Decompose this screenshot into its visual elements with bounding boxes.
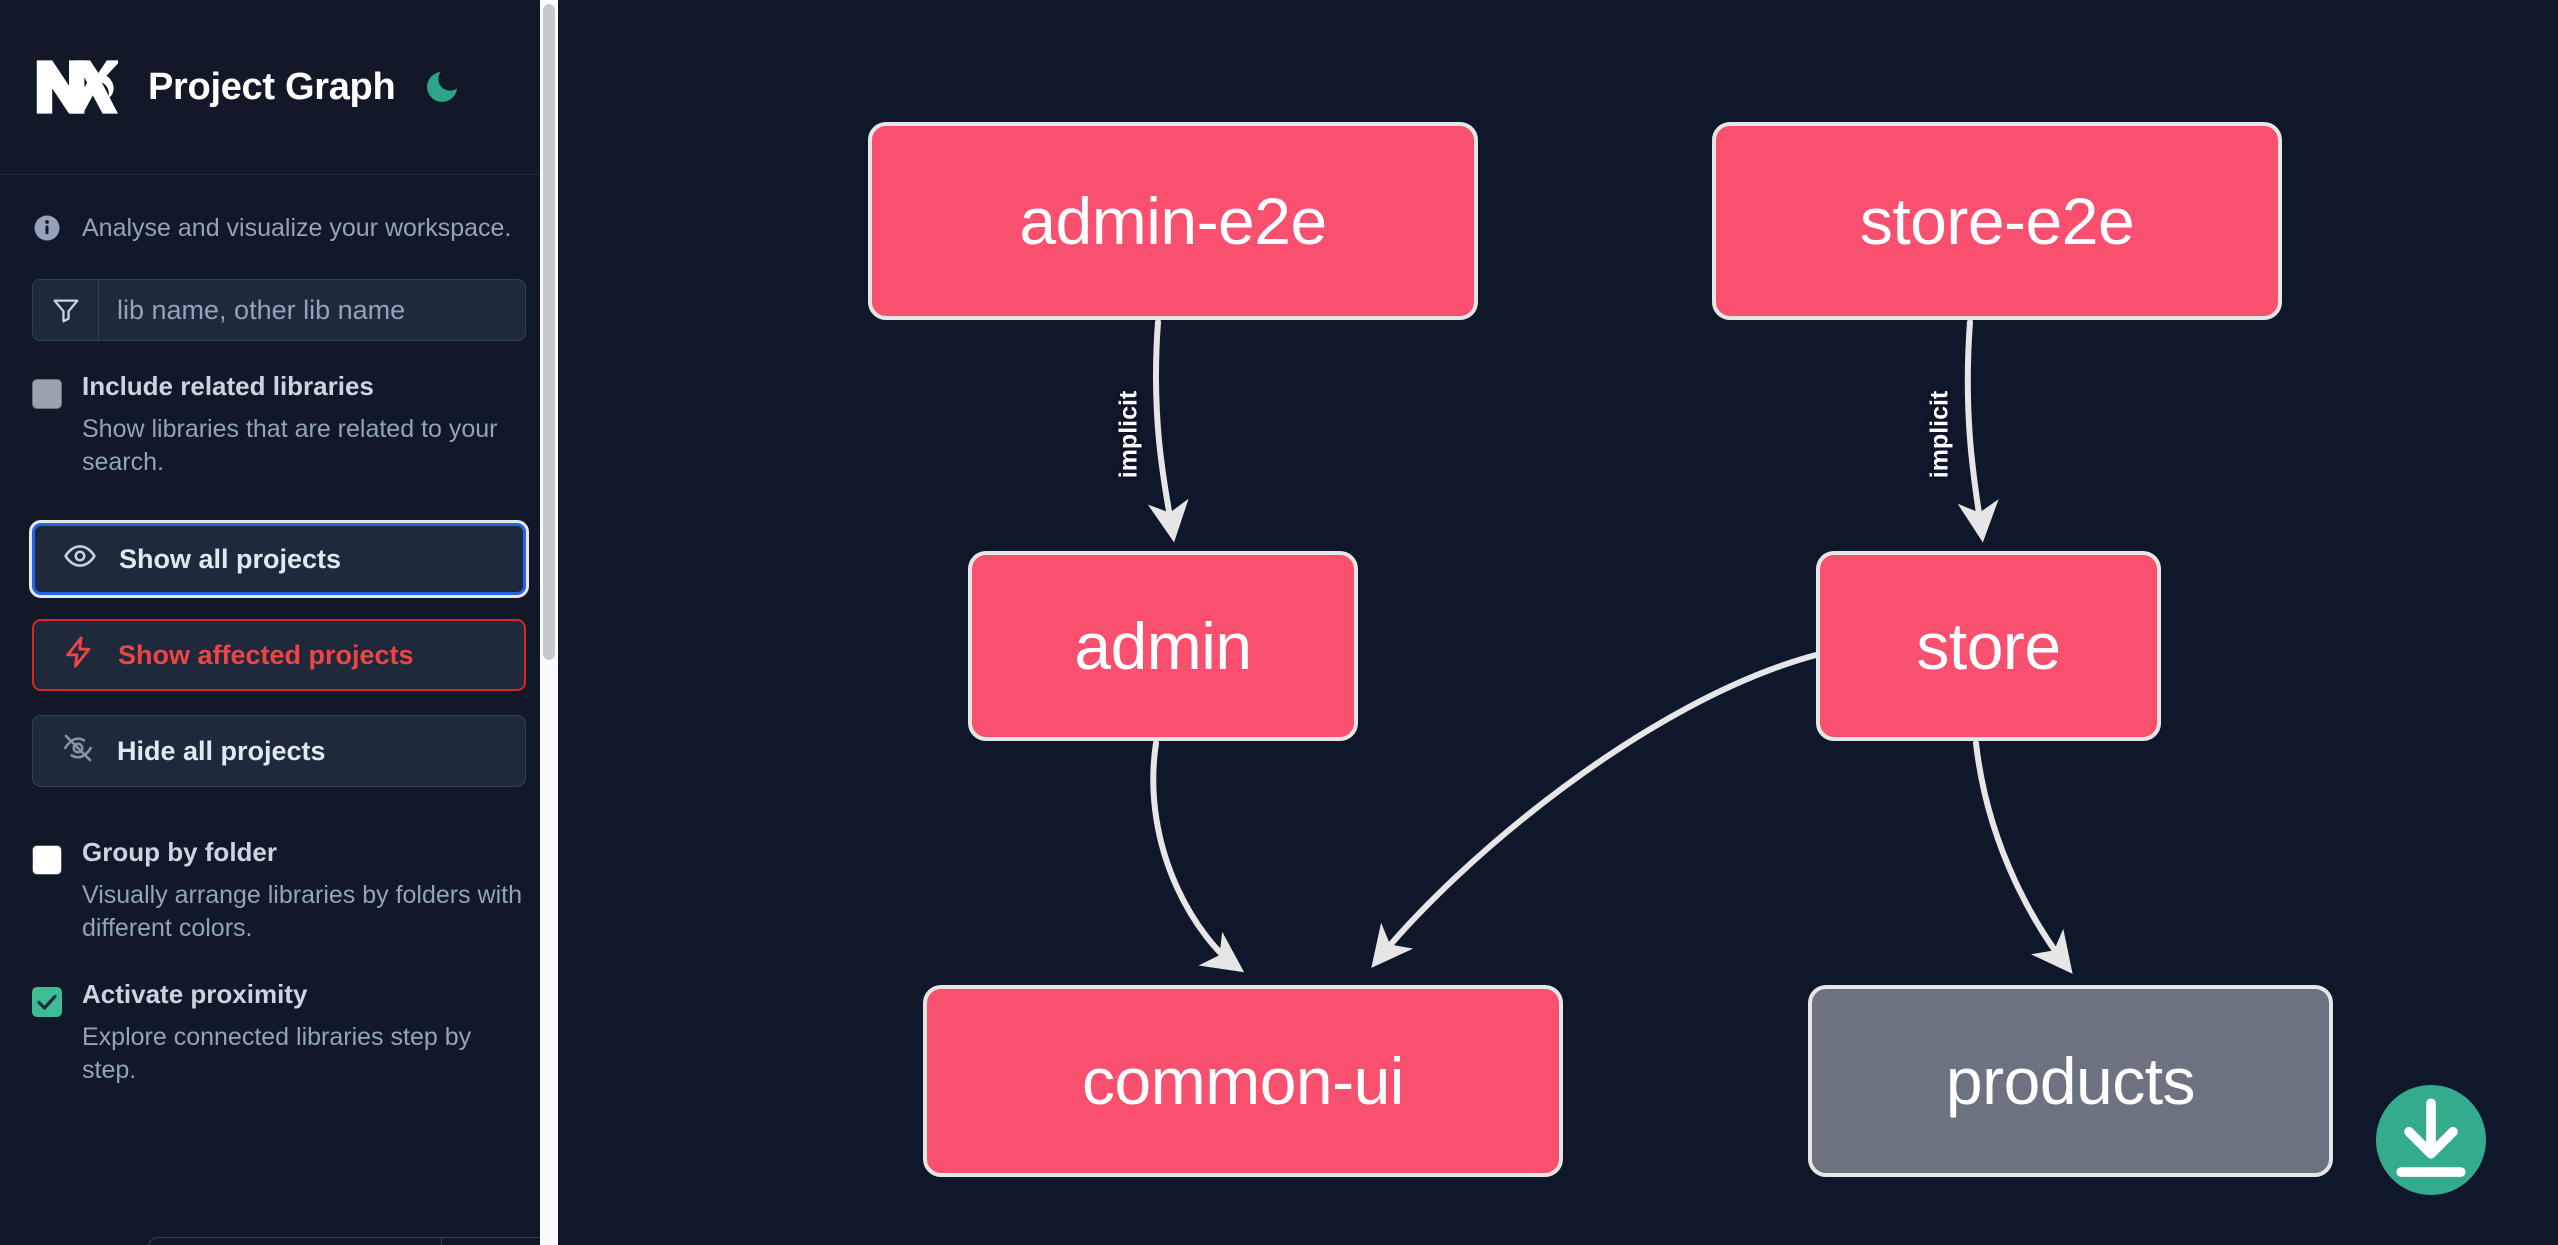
include-related-libraries-label: Include related libraries [82, 371, 374, 401]
sidebar-scrollbar-thumb[interactable] [543, 4, 555, 660]
group-by-folder-description: Visually arrange libraries by folders wi… [82, 881, 523, 942]
checkbox-activate-proximity[interactable]: Activate proximity Explore connected lib… [32, 981, 526, 1087]
eye-slash-icon [61, 731, 95, 772]
graph-node-products[interactable]: products [1808, 985, 2333, 1177]
lightning-icon [62, 635, 96, 676]
edge-label-admin-e2e-to-admin: implicit [1114, 390, 1143, 479]
edge-store-to-products [1973, 740, 2073, 974]
search-field[interactable] [32, 279, 526, 341]
search-input[interactable] [99, 280, 525, 340]
activate-proximity-checkbox[interactable] [32, 987, 62, 1017]
sidebar-header: Project Graph [0, 0, 558, 175]
graph-node-label: store-e2e [1859, 184, 2135, 258]
info-circle-icon [32, 213, 62, 243]
graph-node-label: products [1945, 1044, 2196, 1118]
graph-node-admin[interactable]: admin [968, 551, 1358, 741]
graph-node-store-e2e[interactable]: store-e2e [1712, 122, 2282, 320]
edge-admin-e2e-to-admin [1147, 319, 1189, 543]
graph-node-admin-e2e[interactable]: admin-e2e [868, 122, 1478, 320]
edge-store-to-common-ui [1371, 652, 1819, 968]
edge-admin-to-common-ui [1150, 740, 1245, 973]
graph-node-label: store [1916, 609, 2061, 683]
graph-node-store[interactable]: store [1816, 551, 2161, 741]
hide-all-projects-button[interactable]: Hide all projects [32, 715, 526, 787]
include-related-libraries-checkbox[interactable] [32, 379, 62, 409]
sidebar-scrollbar[interactable] [540, 0, 558, 1245]
hide-all-projects-label: Hide all projects [117, 735, 326, 766]
graph-node-label: common-ui [1082, 1044, 1404, 1118]
show-affected-projects-label: Show affected projects [118, 639, 414, 670]
segment-1[interactable] [149, 1238, 442, 1245]
eye-icon [63, 539, 97, 580]
moon-icon[interactable] [419, 64, 465, 110]
workspace-info-text: Analyse and visualize your workspace. [82, 213, 512, 242]
graph-edges [1147, 319, 2073, 974]
filter-icon [33, 280, 99, 340]
show-affected-projects-button[interactable]: Show affected projects [32, 619, 526, 691]
activate-proximity-description: Explore connected libraries step by step… [82, 1023, 472, 1084]
include-related-libraries-description: Show libraries that are related to your … [82, 415, 498, 476]
edge-label-store-e2e-to-store: implicit [1925, 390, 1954, 479]
page-title: Project Graph [148, 65, 396, 108]
edge-store-e2e-to-store [1957, 319, 1999, 543]
group-by-folder-label: Group by folder [82, 837, 277, 867]
nx-logo-icon [34, 56, 121, 118]
graph-canvas[interactable]: admin-e2e store-e2e admin store common-u… [558, 0, 2558, 1245]
workspace-info: Analyse and visualize your workspace. [32, 175, 526, 279]
checkbox-include-related-libraries[interactable]: Include related libraries Show libraries… [32, 373, 526, 479]
visibility-button-group: Show all projects Show affected projects [29, 520, 529, 787]
group-by-folder-checkbox[interactable] [32, 845, 62, 875]
graph-node-label: admin [1074, 609, 1252, 683]
graph-node-label: admin-e2e [1019, 184, 1327, 258]
sidebar-body: Analyse and visualize your workspace. In… [0, 175, 558, 1087]
graph-node-common-ui[interactable]: common-ui [923, 985, 1563, 1177]
show-all-projects-button[interactable]: Show all projects [29, 520, 529, 598]
checkbox-group-by-folder[interactable]: Group by folder Visually arrange librari… [32, 839, 526, 945]
download-button[interactable] [2376, 1085, 2486, 1195]
sidebar: Project Graph Analyse and visualize your… [0, 0, 558, 1245]
activate-proximity-label: Activate proximity [82, 979, 308, 1009]
show-all-projects-label: Show all projects [119, 543, 342, 574]
bottom-segmented-control[interactable] [148, 1237, 558, 1245]
